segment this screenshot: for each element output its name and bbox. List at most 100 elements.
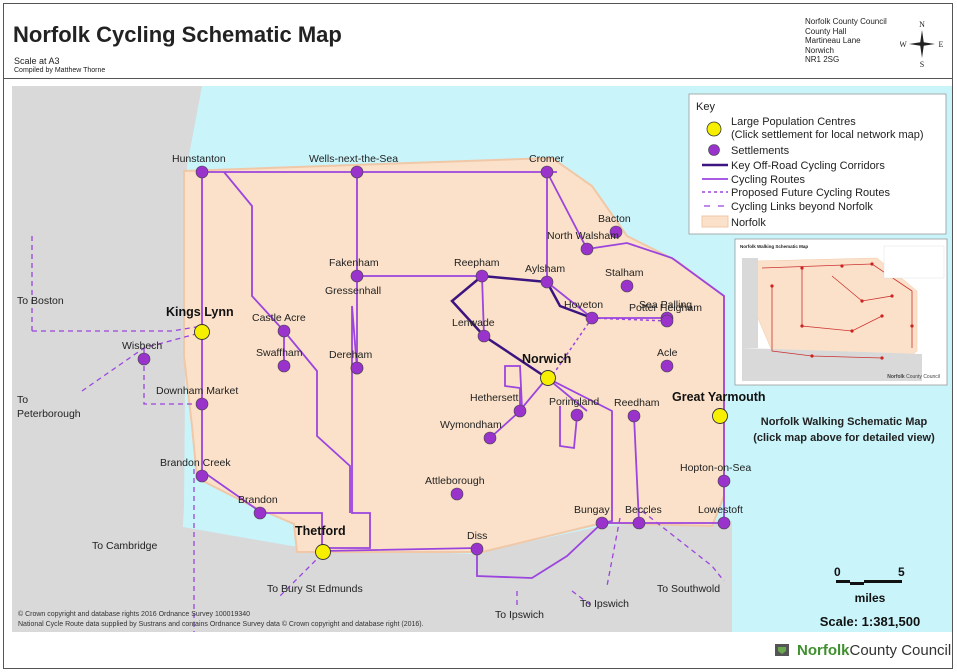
settlement-label: Gressenhall <box>325 285 381 297</box>
settlement-label: Wells-next-the-Sea <box>309 153 398 165</box>
settlement-label: Sea Palling <box>639 299 692 311</box>
settlement-marker[interactable] <box>477 329 491 343</box>
settlement-marker[interactable] <box>627 409 641 423</box>
compass-s: S <box>920 60 924 68</box>
settlement-label: Swaffham <box>256 347 303 359</box>
settlement-label: Dereham <box>329 349 372 361</box>
settlement-marker[interactable] <box>717 516 731 530</box>
large-centre-label[interactable]: Great Yarmouth <box>672 390 766 404</box>
settlement-marker[interactable] <box>632 516 646 530</box>
settlement-marker[interactable] <box>350 269 364 283</box>
compass-e: E <box>939 40 944 49</box>
settlement-marker[interactable] <box>195 397 209 411</box>
external-destination-label: Peterborough <box>17 408 81 420</box>
large-centre-marker[interactable] <box>712 408 728 424</box>
map-key: Key Large Population Centres (Click sett… <box>688 93 947 235</box>
inset-land-south <box>742 348 922 381</box>
settlement-marker[interactable] <box>277 359 291 373</box>
walking-map-inset[interactable]: Norfolk Walking Schematic Map Norfolk Co… <box>734 238 948 386</box>
land-lincs <box>12 86 187 301</box>
key-label: Proposed Future Cycling Routes <box>731 187 890 199</box>
settlement-marker[interactable] <box>475 269 489 283</box>
settlement-marker[interactable] <box>620 279 634 293</box>
settlement-marker[interactable] <box>660 359 674 373</box>
inset-caption-sub: (click map above for detailed view) <box>753 432 935 444</box>
large-centre-label[interactable]: Norwich <box>522 352 571 366</box>
settlement-label: Potter Heigham <box>629 302 702 314</box>
settlement-marker[interactable] <box>717 474 731 488</box>
settlement-marker[interactable] <box>513 404 527 418</box>
large-centre-label[interactable]: Kings Lynn <box>166 305 234 319</box>
external-destination-label: To Cambridge <box>92 540 158 552</box>
settlement-marker[interactable] <box>540 165 554 179</box>
inset-brand: Norfolk County Council <box>887 374 940 380</box>
settlement-marker[interactable] <box>595 516 609 530</box>
settlement-marker[interactable] <box>277 324 291 338</box>
settlement-marker[interactable] <box>195 469 209 483</box>
address-line: Norfolk County Council <box>805 17 887 26</box>
settlement-label: Castle Acre <box>252 312 306 324</box>
external-destination-label: To Ipswich <box>580 598 629 610</box>
norfolk-area[interactable] <box>183 156 725 553</box>
settlement-label: Stalham <box>605 267 644 279</box>
council-logo: Norfolk County Council <box>774 637 951 663</box>
settlement-marker[interactable] <box>470 542 484 556</box>
settlement-marker[interactable] <box>450 487 464 501</box>
key-label: Large Population Centres <box>731 116 856 128</box>
settlement-marker[interactable] <box>483 431 497 445</box>
brand-rest: County Council <box>849 641 952 659</box>
key-label-sub: (Click settlement for local network map) <box>731 129 924 141</box>
address-line: Norwich <box>805 45 834 55</box>
address-line: NR1 2SG <box>805 55 840 64</box>
inset-key <box>883 245 945 279</box>
settlement-marker[interactable] <box>137 352 151 366</box>
header: Norfolk Cycling Schematic Map Scale at A… <box>4 4 952 79</box>
large-centre-marker[interactable] <box>315 544 331 560</box>
settlement-label: Reedham <box>614 397 660 409</box>
settlement-label: Hethersett <box>470 392 519 404</box>
key-box <box>688 93 947 235</box>
large-centre-label[interactable]: Thetford <box>295 524 346 538</box>
settlement-label: Lowestoft <box>698 504 743 516</box>
inset-caption[interactable]: Norfolk Walking Schematic Map <box>761 416 928 428</box>
inset-points <box>770 262 914 360</box>
settlement-marker[interactable] <box>609 225 623 239</box>
settlement-marker[interactable] <box>195 165 209 179</box>
scale-unit: miles <box>855 591 886 605</box>
brand-bold: Norfolk <box>797 641 850 659</box>
settlement-label: Attleborough <box>425 475 485 487</box>
settlement-label: Wisbech <box>122 340 162 352</box>
settlement-marker[interactable] <box>570 408 584 422</box>
land-suffolk-coast <box>724 521 732 632</box>
settlement-marker[interactable] <box>253 506 267 520</box>
settlement-label: Brandon <box>238 494 278 506</box>
settlement-marker[interactable] <box>580 242 594 256</box>
settlement-label: Hopton-on-Sea <box>680 462 751 474</box>
address-line: Martineau Lane <box>805 36 861 45</box>
key-label: Cycling Links beyond Norfolk <box>731 201 873 213</box>
settlement-label: Hoveton <box>564 299 603 311</box>
settlement-label: Fakenham <box>329 257 379 269</box>
compass-n: N <box>919 20 925 29</box>
inset-title: Norfolk Walking Schematic Map <box>740 244 808 249</box>
settlement-label: Brandon Creek <box>160 457 231 469</box>
external-links <box>31 236 725 632</box>
settlement-marker[interactable] <box>350 165 364 179</box>
settlement-label: Bacton <box>598 213 631 225</box>
large-centre-marker[interactable] <box>540 370 556 386</box>
settlement-label: Aylsham <box>525 263 565 275</box>
settlement-label: Poringland <box>549 396 599 408</box>
settlement-marker[interactable] <box>540 275 554 289</box>
settlement-marker[interactable] <box>660 314 674 328</box>
settlement-marker[interactable] <box>350 361 364 375</box>
large-centre-marker[interactable] <box>194 324 210 340</box>
council-crest-icon <box>775 644 789 656</box>
external-destination-label: To Bury St Edmunds <box>267 583 363 595</box>
settlement-label: Acle <box>657 347 678 359</box>
settlement-marker[interactable] <box>585 311 599 325</box>
key-label: Norfolk <box>731 217 766 229</box>
scale-left: 0 <box>834 565 841 579</box>
